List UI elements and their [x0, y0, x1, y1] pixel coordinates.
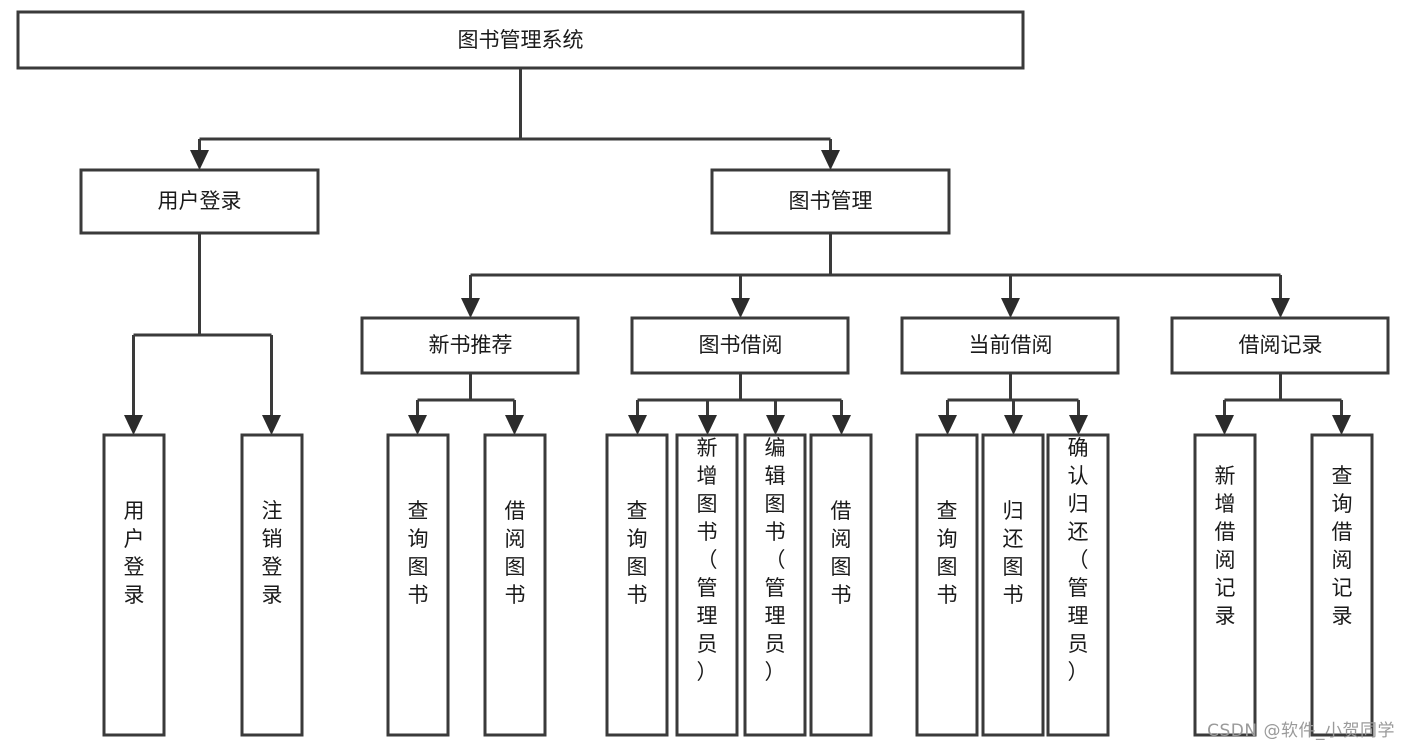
node-borrow-record[interactable]: 借阅记录	[1170, 316, 1390, 375]
node-leaf-user-login-label: 用户登录	[124, 499, 145, 607]
node-leaf-confirm-return-label: 确认归还（管理员）	[1068, 436, 1089, 684]
connector-group-book-manage	[461, 233, 1290, 318]
node-book-manage[interactable]: 图书管理	[710, 168, 951, 235]
node-leaf-borrow-book-2[interactable]: 借阅图书	[809, 433, 873, 737]
node-leaf-query-record-label: 查询借阅记录	[1332, 464, 1353, 628]
csdn-watermark: CSDN @软件_小贺同学	[1207, 721, 1395, 741]
node-root-label: 图书管理系统	[458, 28, 584, 52]
node-leaf-return-book-label: 归还图书	[1003, 499, 1024, 607]
node-current-borrow[interactable]: 当前借阅	[900, 316, 1120, 375]
node-book-manage-label: 图书管理	[789, 189, 873, 213]
arrow-to-leaf-confirm-return	[1069, 415, 1088, 435]
node-leaf-user-logout[interactable]: 注销登录	[240, 433, 304, 737]
connector-group-user-login	[124, 233, 281, 435]
node-current-borrow-label: 当前借阅	[969, 333, 1053, 357]
node-leaf-add-record-label: 新增借阅记录	[1215, 464, 1236, 628]
node-leaf-query-book-3-label: 查询图书	[937, 499, 958, 607]
arrow-to-leaf-user-login	[124, 415, 143, 435]
node-leaf-user-logout-label: 注销登录	[262, 499, 283, 607]
node-new-book-recommend-label: 新书推荐	[429, 333, 513, 357]
arrow-to-leaf-borrow-book-1	[505, 415, 524, 435]
node-leaf-query-book-1-label: 查询图书	[408, 499, 429, 607]
node-leaf-query-book-2-label: 查询图书	[627, 499, 648, 607]
arrow-to-book-manage	[821, 150, 840, 170]
arrow-to-leaf-query-book-1	[408, 415, 427, 435]
node-leaf-add-book-label: 新增图书（管理员）	[697, 436, 718, 684]
arrow-to-leaf-query-record	[1332, 415, 1351, 435]
node-leaf-return-book[interactable]: 归还图书	[981, 433, 1045, 737]
arrow-to-leaf-user-logout	[262, 415, 281, 435]
node-leaf-query-record[interactable]: 查询借阅记录	[1310, 433, 1374, 737]
arrow-to-book-borrow	[731, 298, 750, 318]
arrow-to-new-book-recommend	[461, 298, 480, 318]
arrow-to-leaf-borrow-book-2	[832, 415, 851, 435]
node-user-login-label: 用户登录	[158, 189, 242, 213]
node-leaf-confirm-return[interactable]: 确认归还（管理员）	[1046, 433, 1110, 737]
arrow-to-current-borrow	[1001, 298, 1020, 318]
arrow-to-leaf-return-book	[1004, 415, 1023, 435]
connector-group-book-borrow	[628, 373, 851, 435]
node-root[interactable]: 图书管理系统	[16, 10, 1025, 70]
node-book-borrow[interactable]: 图书借阅	[630, 316, 850, 375]
connector-group-root	[190, 68, 840, 170]
node-leaf-query-book-1[interactable]: 查询图书	[386, 433, 450, 737]
node-leaf-add-record[interactable]: 新增借阅记录	[1193, 433, 1257, 737]
arrow-to-leaf-query-book-2	[628, 415, 647, 435]
node-new-book-recommend[interactable]: 新书推荐	[360, 316, 580, 375]
arrow-to-borrow-record	[1271, 298, 1290, 318]
node-leaf-user-login[interactable]: 用户登录	[102, 433, 166, 737]
arrow-to-leaf-edit-book	[766, 415, 785, 435]
connector-group-current-borrow	[938, 373, 1088, 435]
node-leaf-edit-book[interactable]: 编辑图书（管理员）	[743, 433, 807, 737]
node-user-login[interactable]: 用户登录	[79, 168, 320, 235]
node-leaf-add-book[interactable]: 新增图书（管理员）	[675, 433, 739, 737]
node-leaf-borrow-book-2-label: 借阅图书	[831, 499, 852, 607]
connector-group-borrow-record	[1215, 373, 1351, 435]
arrow-to-leaf-query-book-3	[938, 415, 957, 435]
connector-group-new-book-recommend	[408, 373, 524, 435]
node-borrow-record-label: 借阅记录	[1239, 333, 1323, 357]
node-leaf-borrow-book-1-label: 借阅图书	[505, 499, 526, 607]
node-book-borrow-label: 图书借阅	[699, 333, 783, 357]
arrow-to-leaf-add-record	[1215, 415, 1234, 435]
node-leaf-edit-book-label: 编辑图书（管理员）	[765, 436, 786, 684]
node-leaf-borrow-book-1[interactable]: 借阅图书	[483, 433, 547, 737]
node-leaf-query-book-3[interactable]: 查询图书	[915, 433, 979, 737]
arrow-to-leaf-add-book	[698, 415, 717, 435]
node-leaf-query-book-2[interactable]: 查询图书	[605, 433, 669, 737]
arrow-to-user-login	[190, 150, 209, 170]
